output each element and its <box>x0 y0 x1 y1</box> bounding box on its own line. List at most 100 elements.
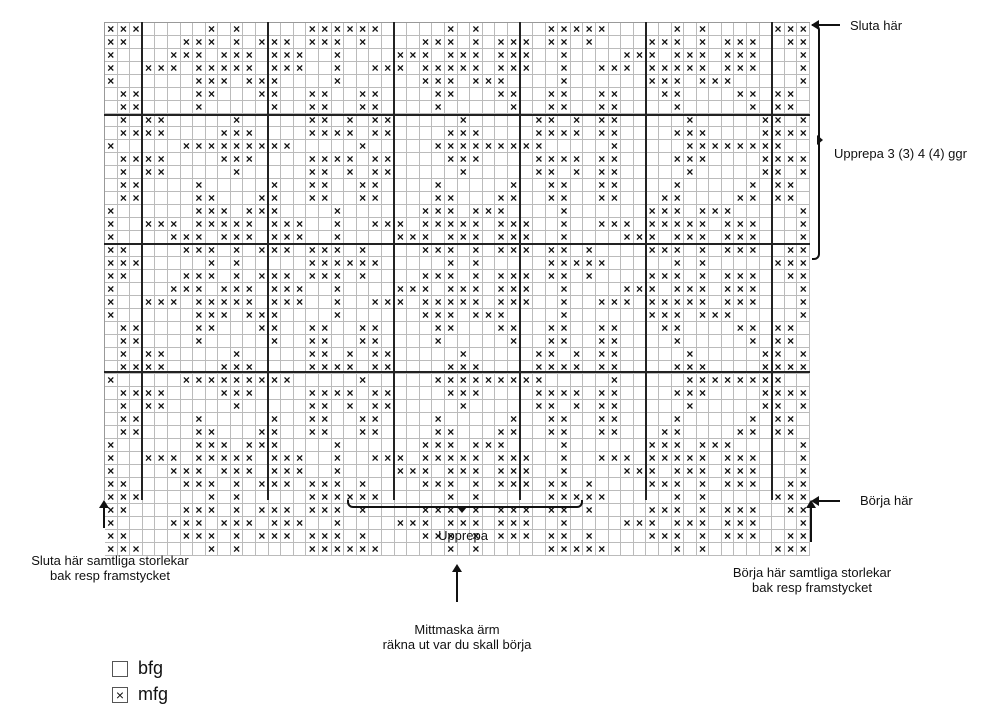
chart-cell <box>142 88 156 101</box>
chart-cell <box>784 283 798 296</box>
chart-cell: × <box>243 283 257 296</box>
chart-cell: × <box>281 530 294 543</box>
chart-cell: × <box>432 101 445 114</box>
chart-cell: × <box>117 257 131 270</box>
chart-cell: × <box>155 400 168 413</box>
chart-cell <box>570 530 584 543</box>
chart-cell: × <box>205 192 219 205</box>
chart-cell: × <box>671 452 685 465</box>
chart-cell <box>482 426 496 439</box>
chart-cell <box>281 257 294 270</box>
chart-cell <box>432 166 445 179</box>
chart-cell: × <box>331 530 345 543</box>
chart-cell: × <box>734 478 748 491</box>
chart-cell: × <box>470 127 483 140</box>
chart-cell <box>658 153 672 166</box>
chart-cell: × <box>671 296 685 309</box>
chart-cell: × <box>709 439 722 452</box>
chart-cell <box>570 49 584 62</box>
chart-cell <box>419 153 433 166</box>
chart-cell: × <box>155 166 168 179</box>
chart-cell <box>344 244 357 257</box>
chart-cell: × <box>696 127 710 140</box>
chart-cell <box>759 517 773 530</box>
chart-cell: × <box>608 153 622 166</box>
chart-cell <box>658 543 672 556</box>
chart-cell <box>520 23 534 36</box>
chart-cell: × <box>658 504 672 517</box>
chart-cell: × <box>167 62 181 75</box>
chart-cell <box>747 205 760 218</box>
chart-cell <box>193 400 206 413</box>
chart-cell: × <box>268 322 282 335</box>
chart-cell: × <box>105 75 118 88</box>
chart-cell: × <box>470 218 483 231</box>
chart-cell <box>344 192 357 205</box>
chart-cell: × <box>671 101 685 114</box>
chart-cell <box>658 101 672 114</box>
knitting-chart-grid: × × × × × × × × × × × × × × × × × × × × × × × × × × × × × × × × × × × × × × × ×… <box>104 22 810 556</box>
chart-cell: × <box>205 244 219 257</box>
chart-cell: × <box>205 439 219 452</box>
chart-cell <box>570 218 584 231</box>
chart-cell <box>331 101 345 114</box>
chart-cell: × <box>419 75 433 88</box>
chart-cell: × <box>470 140 483 153</box>
chart-cell: × <box>444 127 458 140</box>
chart-cell: × <box>495 244 508 257</box>
chart-cell: × <box>545 426 559 439</box>
chart-cell: × <box>193 309 206 322</box>
chart-cell: × <box>734 296 748 309</box>
chart-cell: × <box>306 348 320 361</box>
chart-cell <box>646 426 659 439</box>
chart-cell <box>595 244 609 257</box>
chart-cell <box>734 348 748 361</box>
chart-cell <box>570 452 584 465</box>
chart-cell: × <box>218 452 231 465</box>
chart-cell: × <box>772 257 785 270</box>
chart-cell <box>482 491 496 504</box>
chart-cell <box>407 166 420 179</box>
chart-cell <box>105 88 118 101</box>
chart-cell: × <box>696 543 710 556</box>
chart-cell <box>432 23 445 36</box>
chart-cell: × <box>444 322 458 335</box>
chart-cell: × <box>180 244 194 257</box>
end-all-sizes-line2: bak resp framstycket <box>50 568 170 583</box>
chart-cell: × <box>482 309 496 322</box>
chart-cell: × <box>533 400 546 413</box>
chart-cell: × <box>797 452 810 465</box>
chart-cell: × <box>444 62 458 75</box>
chart-cell <box>432 114 445 127</box>
chart-cell <box>709 218 722 231</box>
chart-cell: × <box>105 270 118 283</box>
chart-cell: × <box>432 244 445 257</box>
chart-cell <box>243 270 257 283</box>
chart-cell: × <box>621 465 634 478</box>
chart-cell: × <box>495 478 508 491</box>
chart-cell <box>306 205 320 218</box>
chart-cell <box>344 75 357 88</box>
chart-cell <box>747 361 760 374</box>
repeat-rows-label: Upprepa 3 (3) 4 (4) ggr <box>834 146 967 161</box>
chart-cell: × <box>784 36 798 49</box>
chart-cell <box>684 192 697 205</box>
chart-cell: × <box>331 257 345 270</box>
chart-cell <box>394 166 408 179</box>
chart-cell <box>142 517 156 530</box>
chart-cell: × <box>419 244 433 257</box>
chart-cell: × <box>734 218 748 231</box>
chart-cell <box>533 218 546 231</box>
chart-cell: × <box>117 361 131 374</box>
chart-cell: × <box>230 244 244 257</box>
chart-cell <box>230 88 244 101</box>
chart-cell: × <box>658 452 672 465</box>
chart-cell: × <box>772 179 785 192</box>
chart-cell: × <box>545 23 559 36</box>
chart-cell: × <box>256 530 269 543</box>
chart-cell: × <box>772 426 785 439</box>
chart-cell: × <box>558 426 571 439</box>
chart-cell: × <box>734 88 748 101</box>
chart-cell <box>167 439 181 452</box>
chart-cell: × <box>520 374 534 387</box>
